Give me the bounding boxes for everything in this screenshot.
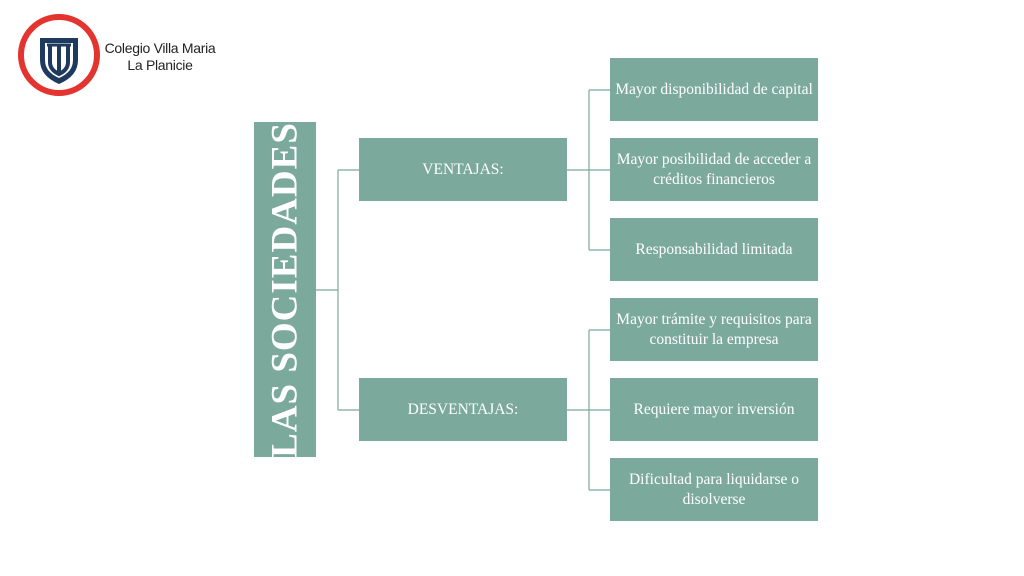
- school-name: Colegio Villa Maria La Planicie: [104, 40, 216, 74]
- school-name-line2: La Planicie: [127, 57, 193, 73]
- root-label: LAS SOCIEDADES: [264, 121, 306, 458]
- root-node: LAS SOCIEDADES: [254, 122, 316, 457]
- ventaja-item: Mayor disponibilidad de capital: [610, 58, 818, 121]
- ventaja-item: Mayor posibilidad de acceder a créditos …: [610, 138, 818, 201]
- school-crest-icon: [18, 14, 100, 96]
- desventaja-item: Requiere mayor inversión: [610, 378, 818, 441]
- desventaja-item: Mayor trámite y requisitos para constitu…: [610, 298, 818, 361]
- ventaja-item: Responsabilidad limitada: [610, 218, 818, 281]
- school-name-line1: Colegio Villa Maria: [104, 40, 216, 56]
- desventaja-item: Dificultad para liquidarse o disolverse: [610, 458, 818, 521]
- branch-desventajas: DESVENTAJAS:: [359, 378, 567, 441]
- branch-ventajas: VENTAJAS:: [359, 138, 567, 201]
